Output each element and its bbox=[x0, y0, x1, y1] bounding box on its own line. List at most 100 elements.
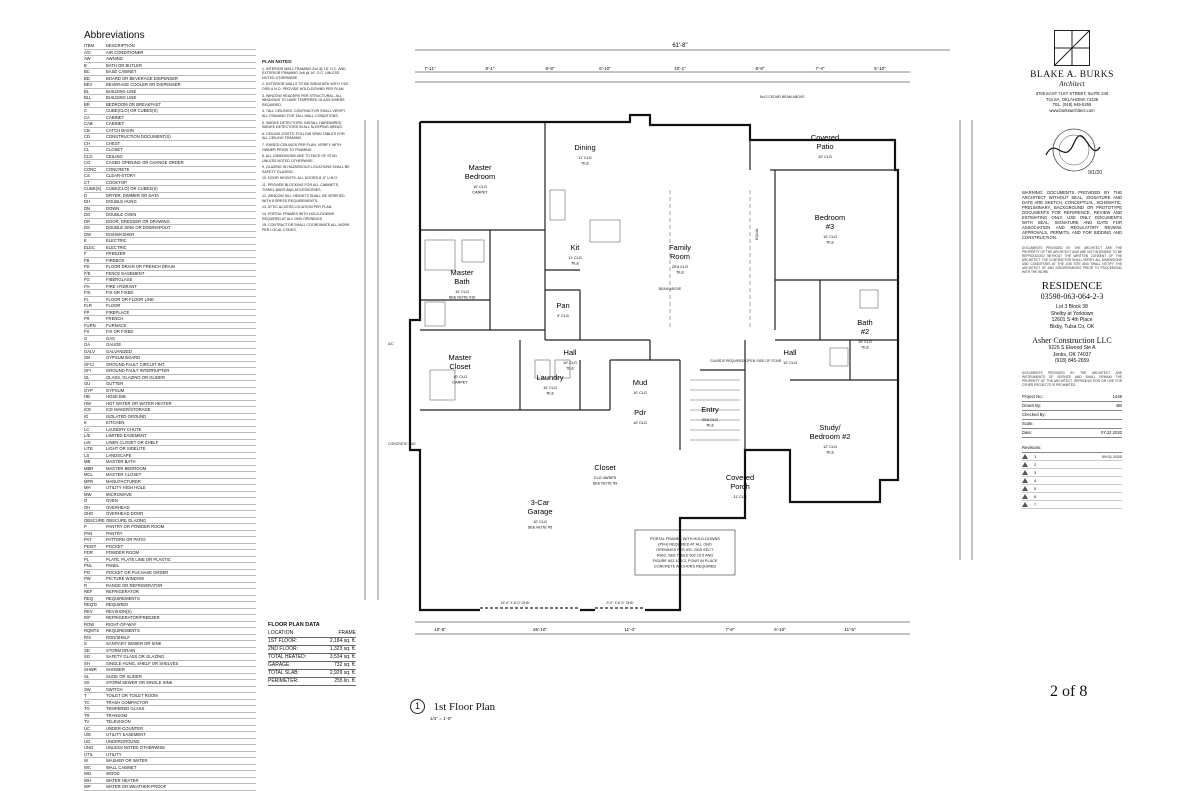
abbreviation-code: F/E bbox=[84, 270, 91, 276]
abbreviation-code: O bbox=[84, 498, 88, 503]
sheet-number: 2 of 8 bbox=[1050, 683, 1088, 700]
plan-note: 13. ATTIC ACCESS LOCATION PER PLAN. bbox=[262, 205, 333, 210]
beam-label: BEAM ABOVE bbox=[659, 287, 682, 291]
disclaimer-text-2: DOCUMENTS PROVIDED BY THE ARCHITECT ARE … bbox=[1022, 370, 1122, 387]
abbreviation-code: GL bbox=[84, 374, 90, 380]
abbreviation-code: HB bbox=[84, 394, 90, 399]
ac-label: A/C bbox=[388, 342, 394, 346]
room-name2: Porch bbox=[730, 482, 750, 491]
plan-note: 7. RAISED CEILINGS PER PLAN. VERIFY WITH… bbox=[262, 142, 342, 152]
abbreviation-code: FD bbox=[84, 264, 90, 269]
room-name2: Bath bbox=[454, 277, 469, 286]
abbreviation-code: FX bbox=[84, 329, 90, 334]
abbreviation-code: MW bbox=[84, 491, 92, 497]
abbreviation-description: FLOOR bbox=[106, 303, 121, 308]
abbreviation-description: CLEAR-STORY bbox=[106, 173, 136, 178]
top-dimension: 8'-1" bbox=[486, 66, 495, 71]
abbreviation-description: DESCRIPTION bbox=[106, 43, 135, 48]
plan-notes-list: 1. INTERIOR WALL FRAMING 2x4 @ 16" O.C. … bbox=[262, 67, 350, 233]
plan-caption: 1 1st Floor Plan 1/4" = 1'-0" bbox=[410, 698, 495, 721]
abbreviation-description: GYPSUM BOARD bbox=[106, 355, 141, 360]
top-dimension: 8'-8" bbox=[546, 66, 555, 71]
residence-number: 03598-063-064-2-3 bbox=[1040, 292, 1104, 301]
bottom-dimension: 7'-6" bbox=[726, 627, 735, 632]
abbreviation-code: DW bbox=[84, 231, 91, 237]
room-name: Closet bbox=[594, 463, 616, 472]
abbreviation-description: WASHER OR WATER bbox=[106, 758, 148, 763]
abbreviation-code: UNO bbox=[84, 745, 94, 750]
abbreviation-code: CAB bbox=[84, 121, 93, 126]
abbreviation-description: MASTER CLOSET bbox=[106, 472, 142, 477]
garage-door-label: 16'-0" X 8'-0" OHD bbox=[501, 601, 530, 605]
abbreviation-description: SANITARY SEWER OR SINK bbox=[106, 641, 162, 646]
revision-triangle-icon bbox=[1022, 453, 1028, 459]
room-info: CLG VARIES bbox=[594, 476, 617, 480]
abbreviation-code: GFI bbox=[84, 368, 91, 373]
abbreviation-code: GYP bbox=[84, 387, 93, 393]
builder-name: Asher Construction LLC bbox=[1032, 336, 1112, 345]
abbreviation-description: GUTTER bbox=[106, 381, 124, 386]
equal-label: EQUAL bbox=[755, 228, 759, 240]
abbreviation-description: REQUIREMENTS bbox=[106, 628, 140, 633]
abbreviation-description: STORM DRAIN bbox=[106, 647, 136, 653]
abbreviation-description: FREEZER bbox=[106, 251, 126, 256]
room-name: Study/ bbox=[819, 423, 841, 432]
plan-note: 12. WINDOW SILL HEIGHTS SHALL BE VERIFIE… bbox=[262, 194, 345, 203]
abbreviation-code: FR bbox=[84, 316, 90, 321]
abbreviation-code: E bbox=[84, 238, 87, 243]
room-info: 10' CLG bbox=[818, 155, 832, 159]
room-info: 10' CLG bbox=[473, 185, 487, 189]
abbreviation-description: FRENCH bbox=[106, 316, 124, 321]
floor-plan-data-header: LOCATION FRAME bbox=[268, 630, 356, 638]
abbreviation-description: STORM SEWER OR SINGLE SINK bbox=[106, 680, 173, 685]
abbreviation-code: CO bbox=[84, 160, 91, 165]
abbreviation-description: RANGE OR REFRIGERATOR bbox=[106, 582, 163, 588]
bottom-dimension: 11'-4" bbox=[624, 627, 636, 632]
abbreviation-code: U/E bbox=[84, 732, 91, 737]
abbreviation-code: CLG bbox=[84, 153, 93, 159]
top-dimensions: 7'-11"8'-1"8'-8"6'-10"10'-1"8'-8"7'-4"5'… bbox=[424, 66, 886, 71]
abbreviation-code: ITEM bbox=[84, 43, 95, 48]
seal-date: 9/1/20 bbox=[1088, 170, 1102, 176]
room-info2: TILE bbox=[581, 161, 589, 165]
top-dimension: 6'-10" bbox=[599, 66, 611, 71]
abbreviation-description: PLATE, PLATE LINE OR PLASTIC bbox=[106, 556, 171, 562]
room-info: 10' CLG bbox=[543, 386, 557, 390]
abbreviations-title: Abbreviations bbox=[84, 30, 145, 41]
room-info2: TILE bbox=[706, 423, 714, 427]
room-info: 11' CLG bbox=[568, 256, 582, 260]
room-info2: TILE bbox=[826, 240, 834, 244]
abbreviation-code: G bbox=[84, 335, 88, 341]
abbreviation-description: LAUNDRY CHUTE bbox=[106, 426, 142, 432]
abbreviation-description: REFRIGERATOR bbox=[106, 589, 139, 594]
room-info2: CARPET bbox=[452, 380, 468, 384]
